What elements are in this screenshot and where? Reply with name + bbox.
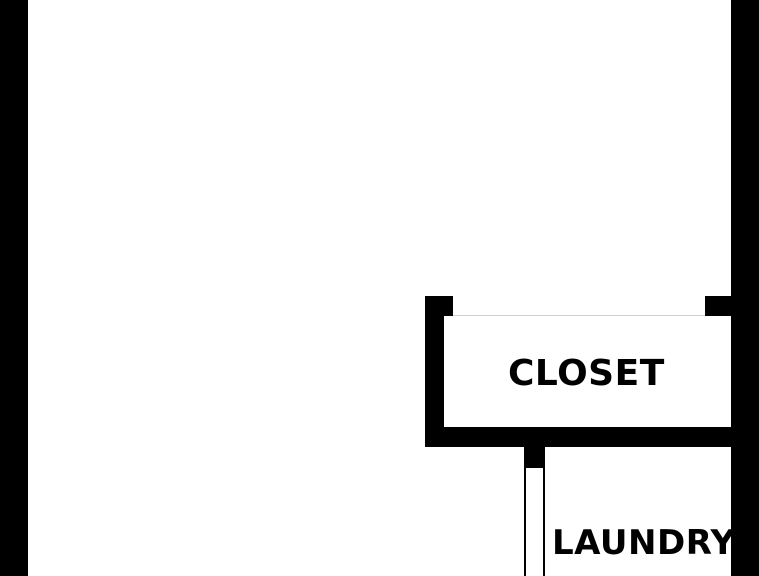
laundry-wall-stub — [524, 447, 545, 468]
laundry-door-jamb-left — [524, 468, 526, 576]
closet-label: CLOSET — [508, 353, 665, 394]
laundry-door-jamb-right — [543, 468, 545, 576]
right-outer-wall — [731, 0, 759, 576]
closet-top-left-stub — [425, 296, 453, 316]
closet-left-wall — [425, 296, 444, 447]
closet-bottom-wall — [425, 427, 731, 447]
left-outer-wall — [0, 0, 28, 576]
closet-top-right-stub — [705, 296, 731, 316]
laundry-label: LAUNDRY — [552, 523, 736, 563]
closet-door-opening — [453, 315, 705, 316]
